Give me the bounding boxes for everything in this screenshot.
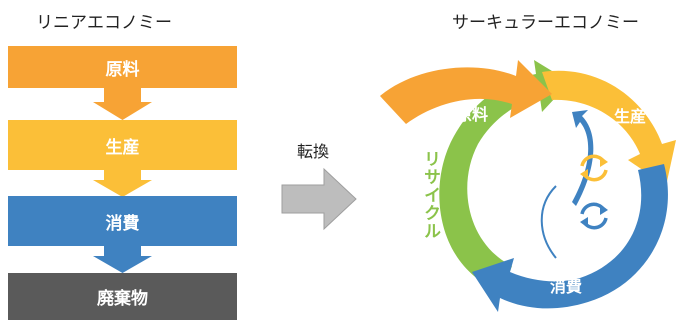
recycle-arc <box>439 60 570 292</box>
linear-stage-raw-material: 原料 <box>8 46 237 88</box>
small-recycle-icon-blue <box>580 202 608 230</box>
linear-stage-production: 生産 <box>8 120 237 170</box>
circular-consumption-label: 消費 <box>550 277 582 296</box>
linear-flow-arrows <box>93 88 152 273</box>
stage-label: 廃棄物 <box>97 289 148 309</box>
stage-label: 生産 <box>105 137 140 158</box>
linear-economy-title: リニアエコノミー <box>36 13 172 33</box>
production-arc <box>542 70 676 186</box>
raw-material-arrow <box>380 60 552 124</box>
linear-stage-consumption: 消費 <box>8 196 237 246</box>
inner-cycle-arc <box>572 110 594 206</box>
down-arrow-1 <box>93 88 152 120</box>
down-arrow-2 <box>93 170 152 197</box>
circular-raw-material-label: 原料 <box>456 105 488 124</box>
stage-label: 原料 <box>105 59 140 80</box>
consumption-arc <box>472 164 668 312</box>
down-arrow-3 <box>93 246 152 273</box>
circular-production-label: 生産 <box>614 107 646 126</box>
small-recycle-icon-yellow <box>580 154 608 182</box>
linear-stage-waste: 廃棄物 <box>8 273 237 320</box>
stage-label: 消費 <box>105 213 140 234</box>
conversion-label: 転換 <box>297 142 330 161</box>
circular-economy-diagram: 原料 生産 消費 <box>380 60 676 312</box>
conversion-arrow-icon <box>281 167 357 231</box>
circular-recycle-label: リサイクル <box>420 150 440 240</box>
circular-economy-title: サーキュラーエコノミー <box>452 13 639 33</box>
inner-cycle-line <box>540 185 557 259</box>
